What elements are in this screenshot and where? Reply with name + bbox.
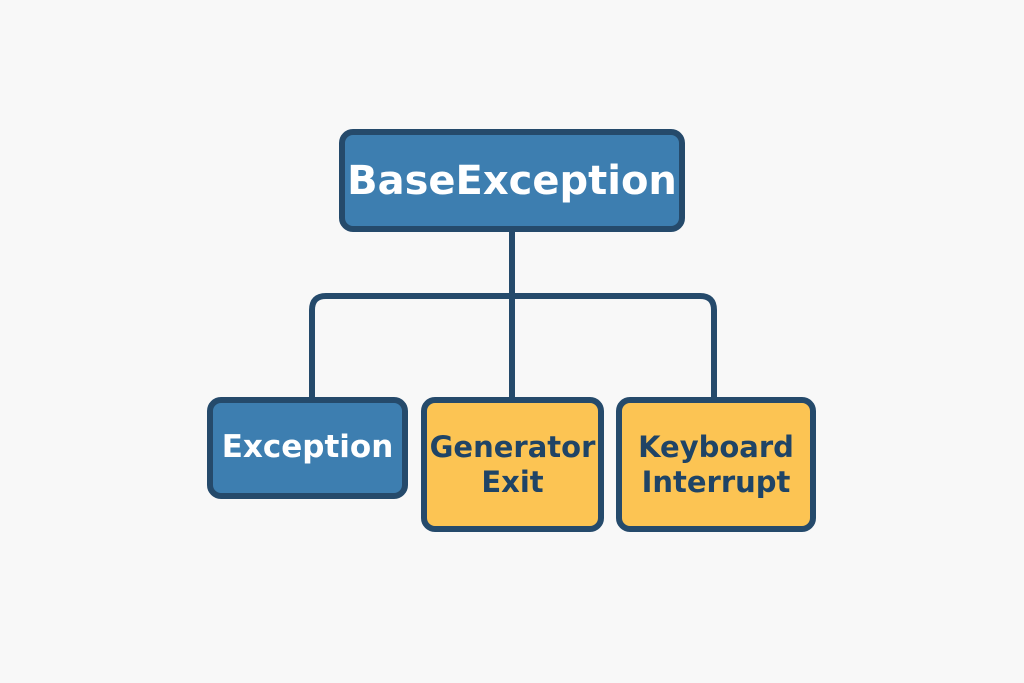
node-label: Generator Exit: [429, 429, 596, 499]
node-label: BaseException: [347, 157, 677, 204]
node-keyboardinterrupt: Keyboard Interrupt: [616, 397, 816, 532]
node-label: Exception: [221, 429, 394, 466]
connector-left: [309, 293, 512, 402]
node-exception: Exception: [207, 397, 408, 499]
node-generatorexit: Generator Exit: [421, 397, 604, 532]
connector-right: [512, 293, 717, 402]
node-label: Keyboard Interrupt: [638, 429, 794, 499]
node-baseexception: BaseException: [339, 129, 685, 232]
